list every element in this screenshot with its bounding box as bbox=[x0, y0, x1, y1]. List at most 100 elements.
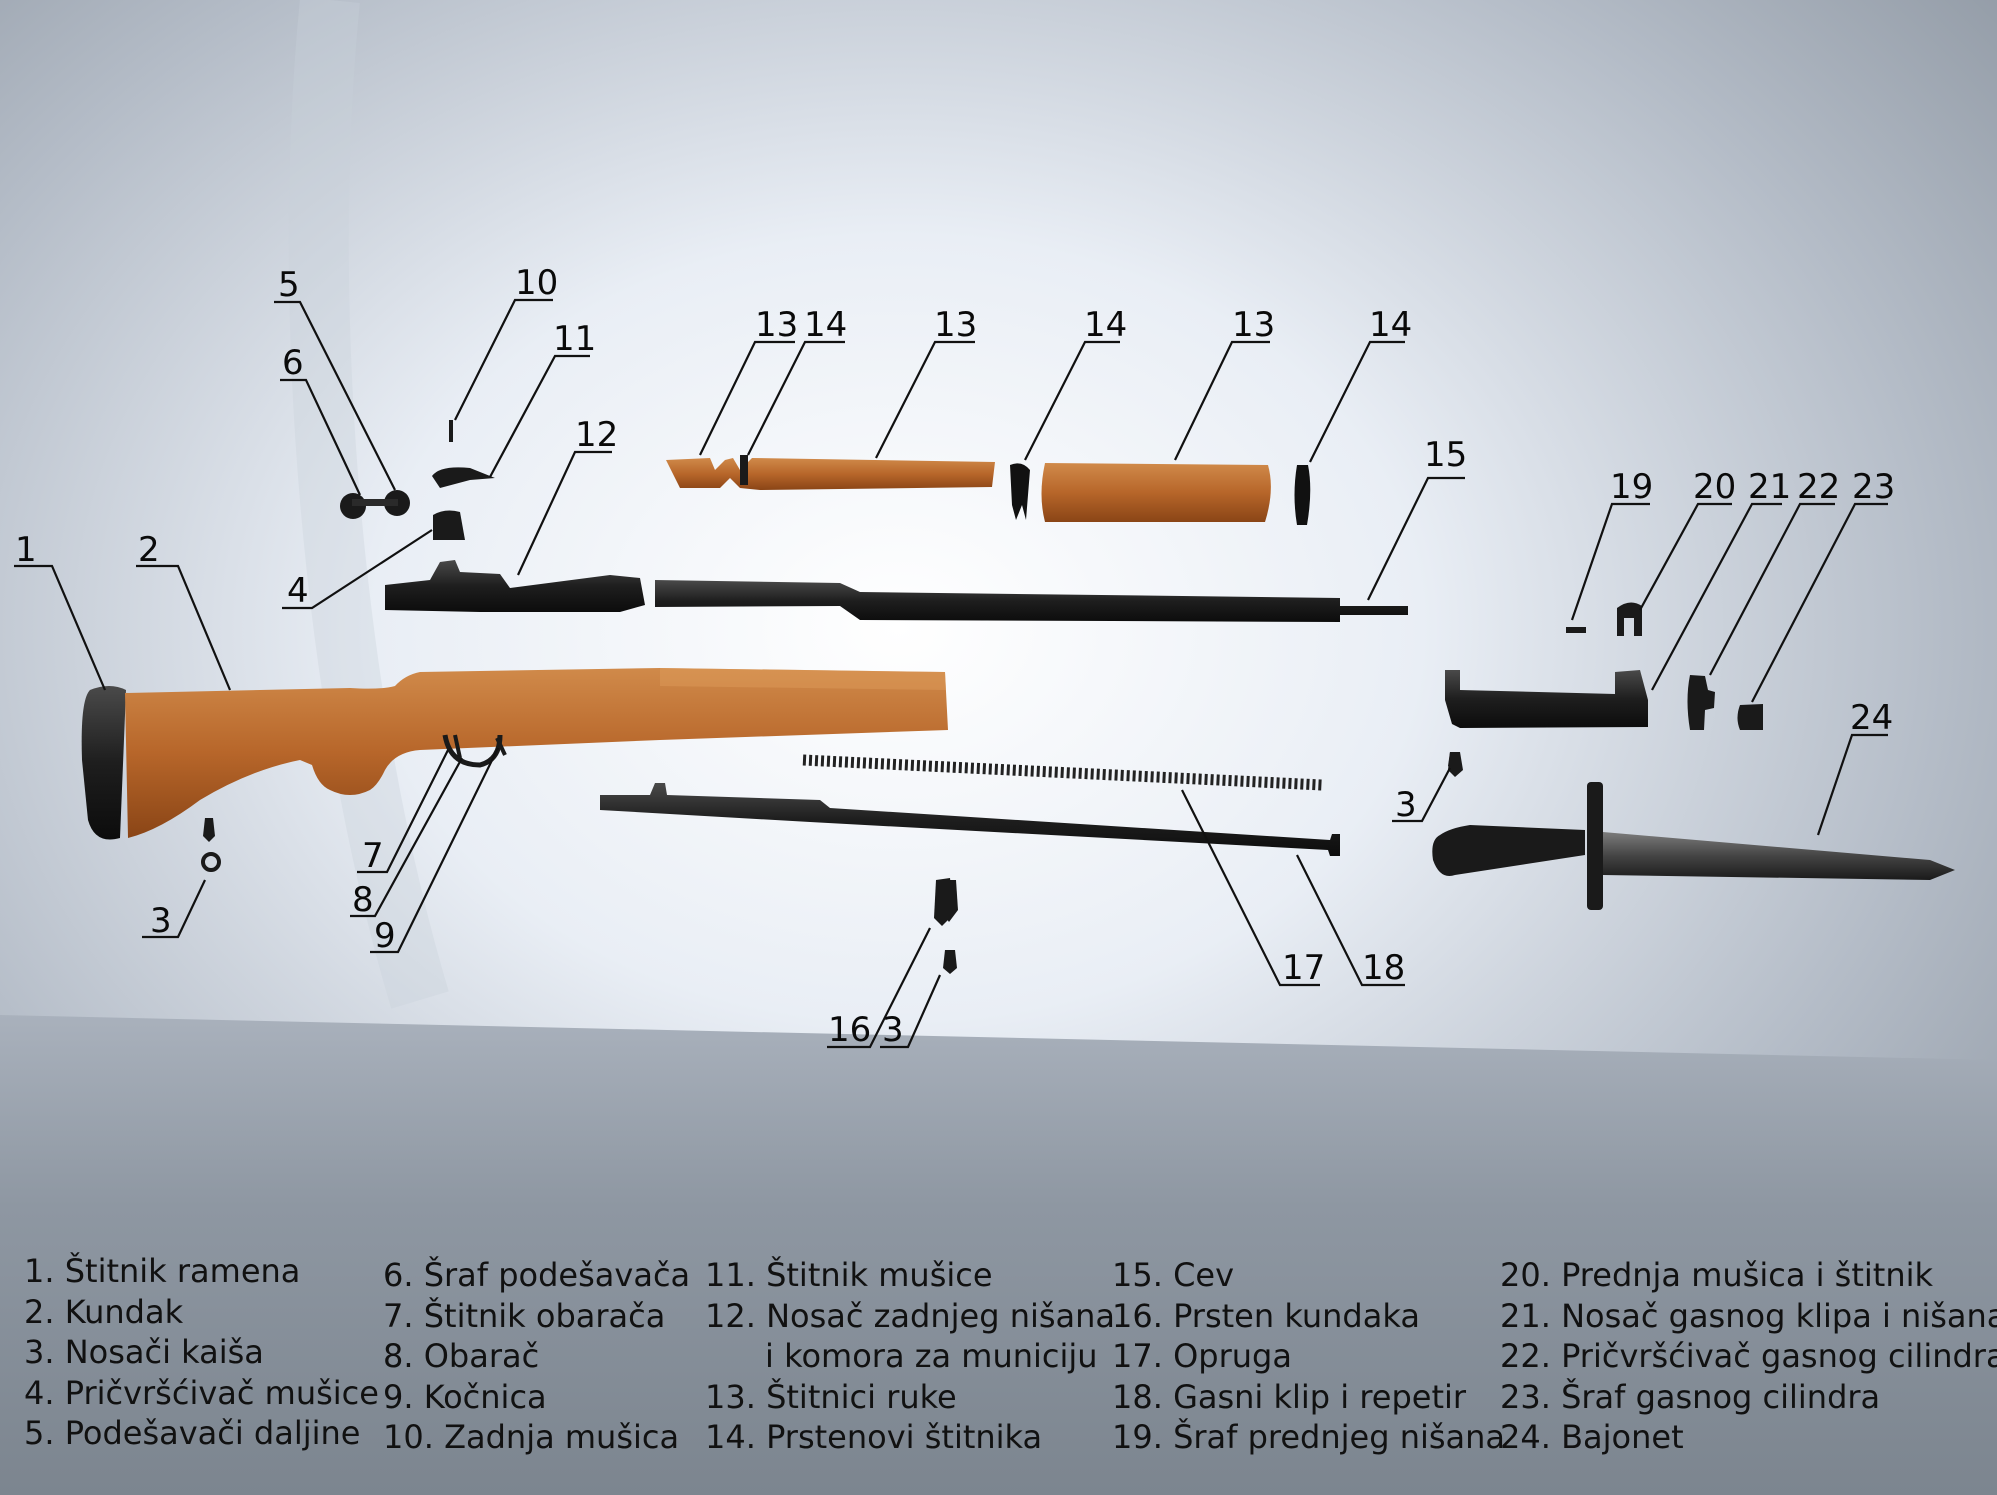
callout-label-20: 20 bbox=[1693, 467, 1736, 507]
legend-item-22: 22. Pričvršćivač gasnog cilindra bbox=[1500, 1337, 1997, 1375]
handguard-ring-cut bbox=[740, 455, 748, 485]
sling-swivel-middle-lower bbox=[943, 950, 957, 974]
handguard-rear bbox=[666, 458, 995, 490]
callout-label-8: 8 bbox=[352, 880, 374, 920]
stock-ferrule bbox=[934, 878, 954, 926]
operating-spring bbox=[802, 754, 1323, 791]
callout-13c: 13 bbox=[1174, 305, 1275, 461]
legend-item-14: 14. Prstenovi štitnika bbox=[705, 1418, 1043, 1456]
callout-3a: 3 bbox=[142, 879, 206, 941]
sight-retainer bbox=[433, 510, 465, 540]
gas-cylinder-lock bbox=[1687, 675, 1715, 730]
legend-item-20: 20. Prednja mušica i štitnik bbox=[1500, 1256, 1934, 1294]
legend-item-21: 21. Nosač gasnog klipa i nišana bbox=[1500, 1296, 1997, 1335]
callout-label-23: 23 bbox=[1852, 467, 1895, 507]
legend-item-6: 6. Šraf podešavača bbox=[383, 1256, 691, 1294]
legend-item-12-continued: i komora za municiju bbox=[765, 1337, 1098, 1375]
legend-item-19: 19. Šraf prednjeg nišana bbox=[1112, 1418, 1506, 1456]
callout-label-12: 12 bbox=[575, 415, 618, 455]
callout-15: 15 bbox=[1367, 435, 1467, 601]
callout-label-2: 2 bbox=[138, 530, 160, 570]
legend-item-5: 5. Podešavači daljine bbox=[24, 1414, 361, 1452]
callout-11: 11 bbox=[489, 319, 596, 478]
gas-cylinder bbox=[1445, 670, 1648, 728]
callout-label-13c: 13 bbox=[1232, 305, 1275, 345]
callout-5: 5 bbox=[274, 265, 396, 491]
legend-item-1: 1. Štitnik ramena bbox=[24, 1252, 301, 1290]
callout-label-5: 5 bbox=[278, 265, 300, 305]
callout-label-14c: 14 bbox=[1369, 305, 1412, 345]
callout-label-14b: 14 bbox=[1084, 305, 1127, 345]
legend-item-18: 18. Gasni klip i repetir bbox=[1112, 1377, 1467, 1416]
front-sight-screw bbox=[1566, 627, 1586, 633]
callout-19: 19 bbox=[1570, 467, 1653, 621]
callout-3c: 3 bbox=[880, 974, 942, 1050]
callout-14b: 14 bbox=[1024, 305, 1127, 461]
callout-label-1: 1 bbox=[15, 530, 37, 570]
callout-10: 10 bbox=[454, 263, 558, 421]
callout-label-3b: 3 bbox=[1395, 785, 1417, 825]
legend-column-4: 15. Cev 16. Prsten kundaka 17. Opruga 18… bbox=[1112, 1255, 1505, 1458]
stock-shadow bbox=[660, 668, 946, 690]
callout-9: 9 bbox=[370, 747, 499, 956]
callout-3b: 3 bbox=[1392, 767, 1451, 825]
legend-item-7: 7. Štitnik obarača bbox=[383, 1296, 666, 1335]
callout-label-19: 19 bbox=[1610, 467, 1653, 507]
callout-21: 21 bbox=[1651, 467, 1791, 691]
stock bbox=[125, 668, 948, 838]
callout-24: 24 bbox=[1816, 698, 1893, 836]
callout-label-11: 11 bbox=[553, 319, 596, 359]
callout-label-9: 9 bbox=[374, 916, 396, 956]
callout-label-21: 21 bbox=[1748, 467, 1791, 507]
floor-plane bbox=[0, 1015, 1997, 1495]
callout-23: 23 bbox=[1751, 467, 1895, 703]
callout-label-7: 7 bbox=[362, 836, 384, 876]
callout-8: 8 bbox=[350, 757, 463, 920]
callout-label-4: 4 bbox=[287, 571, 309, 611]
legend-item-17: 17. Opruga bbox=[1112, 1337, 1292, 1375]
wall-curve bbox=[288, 0, 449, 1009]
callout-17: 17 bbox=[1181, 789, 1325, 988]
callout-14a: 14 bbox=[747, 305, 847, 456]
safety bbox=[495, 737, 507, 756]
callout-label-14a: 14 bbox=[804, 305, 847, 345]
legend-item-2: 2. Kundak bbox=[24, 1292, 184, 1331]
receiver bbox=[385, 560, 645, 612]
callout-label-18: 18 bbox=[1362, 948, 1405, 988]
operating-rod bbox=[600, 783, 1340, 856]
legend-item-8: 8. Obarač bbox=[383, 1337, 540, 1375]
callout-label-10: 10 bbox=[515, 263, 558, 303]
callout-2: 2 bbox=[136, 530, 232, 691]
callout-16: 16 bbox=[827, 927, 931, 1050]
legend-column-2: 6. Šraf podešavača 7. Štitnik obarača 8.… bbox=[383, 1255, 690, 1458]
callout-label-15: 15 bbox=[1424, 435, 1467, 475]
callout-label-17: 17 bbox=[1282, 948, 1325, 988]
callout-7: 7 bbox=[357, 749, 449, 876]
callout-14c: 14 bbox=[1309, 305, 1412, 463]
callout-1: 1 bbox=[14, 530, 107, 691]
callout-label-24: 24 bbox=[1850, 698, 1893, 738]
legend-item-11: 11. Štitnik mušice bbox=[705, 1256, 993, 1294]
callout-label-16: 16 bbox=[828, 1010, 871, 1050]
legend-item-23: 23. Šraf gasnog cilindra bbox=[1500, 1377, 1881, 1416]
handguard-front bbox=[1041, 463, 1271, 522]
sling-swivel-rear bbox=[203, 818, 215, 842]
adjuster-screw bbox=[352, 499, 398, 506]
callout-label-6: 6 bbox=[282, 343, 304, 383]
callout-4: 4 bbox=[282, 529, 433, 611]
legend-item-3: 3. Nosači kaiša bbox=[24, 1333, 264, 1371]
callout-6: 6 bbox=[280, 343, 361, 496]
callout-label-3c: 3 bbox=[882, 1010, 904, 1050]
legend-column-1: 1. Štitnik ramena 2. Kundak 3. Nosači ka… bbox=[24, 1251, 379, 1454]
callout-13b: 13 bbox=[875, 305, 977, 459]
callout-13a: 13 bbox=[699, 305, 798, 456]
trigger bbox=[453, 734, 462, 759]
trigger-guard bbox=[442, 734, 503, 768]
bayonet-grip bbox=[1432, 825, 1585, 876]
legend-item-13: 13. Štitnici ruke bbox=[705, 1377, 957, 1416]
gas-cylinder-screw bbox=[1737, 704, 1763, 730]
legend-item-10: 10. Zadnja mušica bbox=[383, 1418, 680, 1456]
callout-label-3a: 3 bbox=[150, 901, 172, 941]
barrel bbox=[655, 580, 1408, 622]
